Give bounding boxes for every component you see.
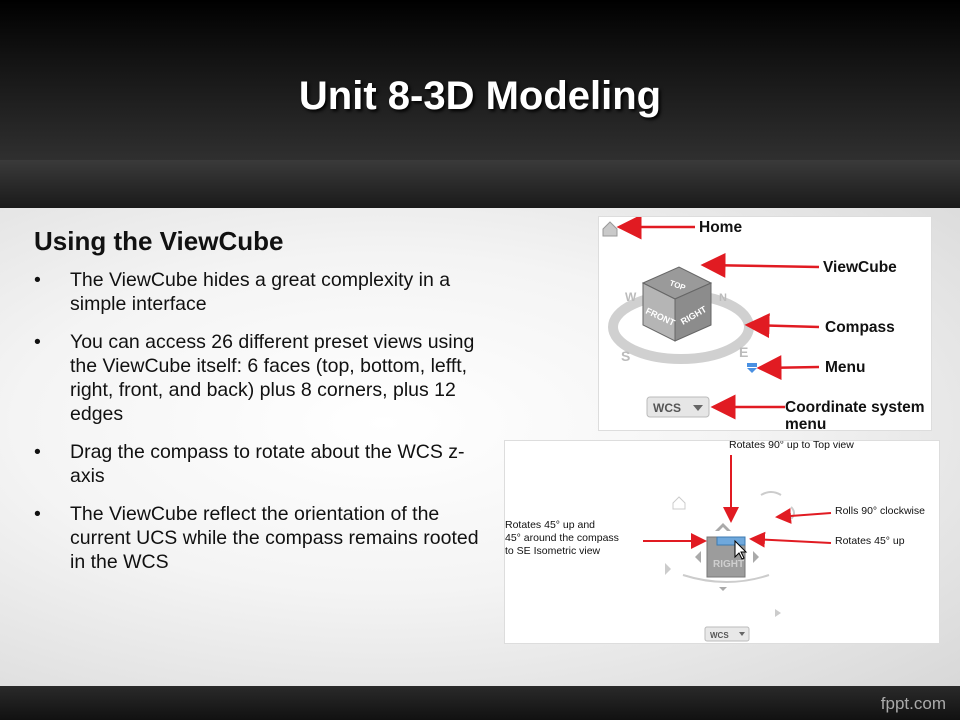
home-icon (672, 496, 686, 510)
chevron-down-icon (719, 587, 727, 591)
compass-arrow-right-icon (775, 609, 781, 617)
label-compass: Compass (825, 319, 895, 336)
roll-arrows-icon (760, 491, 795, 520)
cursor-icon (734, 539, 748, 560)
bullet-dot: • (34, 331, 41, 353)
label-coordinate-menu: menu (785, 416, 827, 431)
compass-e-label: E (739, 344, 748, 360)
compass-ring (682, 574, 770, 583)
bullet-text: The ViewCube hides a great complexity in… (70, 269, 451, 315)
viewcube-diagram: TOP FRONT RIGHT W S E N WCS Home ViewCub… (598, 216, 932, 431)
footer-bar (0, 686, 960, 720)
viewcube-rotation-graphic: RIGHT WCS (643, 455, 832, 642)
cube-right-label: RIGHT (713, 559, 744, 570)
wcs-dropdown: WCS (646, 396, 710, 418)
bullet-text: You can access 26 different preset views… (70, 331, 475, 425)
bullet-item: • The ViewCube hides a great complexity i… (34, 268, 494, 316)
label-iso-line1: Rotates 45° up and (505, 519, 596, 531)
bullet-dot: • (34, 441, 41, 463)
label-viewcube: ViewCube (823, 259, 897, 276)
bullet-item: • Drag the compass to rotate about the WC… (34, 440, 494, 488)
label-rolls: Rolls 90° clockwise (835, 505, 925, 517)
chevron-up-icon (715, 523, 731, 531)
wcs-label: WCS (653, 401, 681, 415)
wcs-label: WCS (710, 631, 729, 640)
slide-title: Unit 8-3D Modeling (298, 74, 662, 118)
label-iso-line2: 45° around the compass (505, 532, 619, 544)
bullet-item: • You can access 26 different preset view… (34, 330, 494, 426)
chevron-right-icon (753, 551, 759, 563)
title-bar (0, 0, 960, 208)
label-rotate-top: Rotates 90° up to Top view (729, 440, 854, 451)
viewcube-rotation-diagram: RIGHT WCS Rotates 90° up to Top view Rol… (504, 440, 940, 644)
label-rotate-45: Rotates 45° up (835, 535, 905, 547)
compass-w-label: W (625, 290, 637, 304)
compass-n-label: N (719, 292, 727, 304)
footer-brand: fppt.com (880, 694, 946, 713)
viewcube-cube (641, 266, 713, 342)
home-icon (602, 221, 618, 237)
compass-s-label: S (621, 348, 630, 364)
menu-icon (747, 363, 757, 373)
bullet-text: The ViewCube reflect the orientation of … (70, 503, 479, 573)
bullet-dot: • (34, 503, 41, 525)
bullet-dot: • (34, 269, 41, 291)
bullet-list: • The ViewCube hides a great complexity i… (34, 268, 494, 588)
label-home: Home (699, 219, 743, 236)
label-coordinate-system: Coordinate system (785, 399, 925, 416)
section-heading: Using the ViewCube (34, 226, 284, 256)
label-menu: Menu (825, 359, 866, 376)
bullet-text: Drag the compass to rotate about the WCS… (70, 441, 465, 487)
wcs-dropdown: WCS (704, 626, 750, 642)
viewcube-face: RIGHT (706, 536, 746, 578)
bullet-item: • The ViewCube reflect the orientation of… (34, 502, 494, 574)
chevron-left-icon (695, 551, 701, 563)
viewcube-diagram-graphic: TOP FRONT RIGHT W S E N WCS (602, 217, 820, 420)
label-iso-line3: to SE Isometric view (505, 545, 601, 557)
compass-arrow-left-icon (665, 563, 671, 575)
